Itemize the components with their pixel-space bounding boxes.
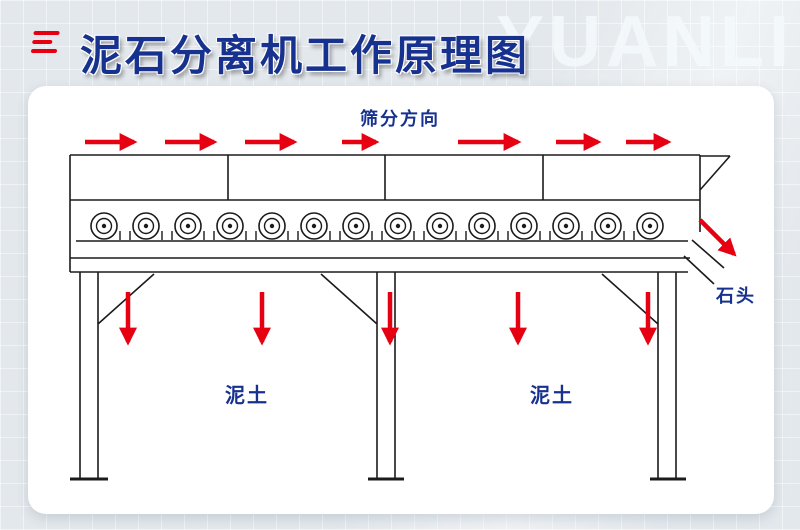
leg-left: [79, 272, 155, 478]
menu-bar: [32, 40, 53, 44]
legs: [70, 272, 686, 481]
leg-right: [601, 272, 677, 478]
menu-bar: [33, 31, 60, 35]
mud-label-left: 泥土: [225, 384, 269, 407]
stone-label: 石头: [715, 286, 756, 306]
rollers: [90, 212, 664, 240]
mud-label-right: 泥土: [530, 384, 574, 407]
menu-bar: [30, 49, 58, 53]
menu-icon: [30, 31, 66, 57]
direction-label: 筛分方向: [360, 108, 440, 129]
leg-middle: [320, 272, 396, 478]
diagram-card: 筛分方向: [28, 86, 774, 514]
bearing-mounts: [119, 231, 635, 240]
screen-deck: [69, 154, 731, 285]
separator-diagram: 筛分方向: [69, 108, 756, 481]
mud-arrows: [119, 292, 657, 346]
stone-arrow: [698, 218, 737, 257]
brand-watermark: YUANLI: [496, 2, 794, 82]
page-title: 泥石分离机工作原理图: [80, 32, 531, 79]
machine-frame: [69, 154, 731, 285]
